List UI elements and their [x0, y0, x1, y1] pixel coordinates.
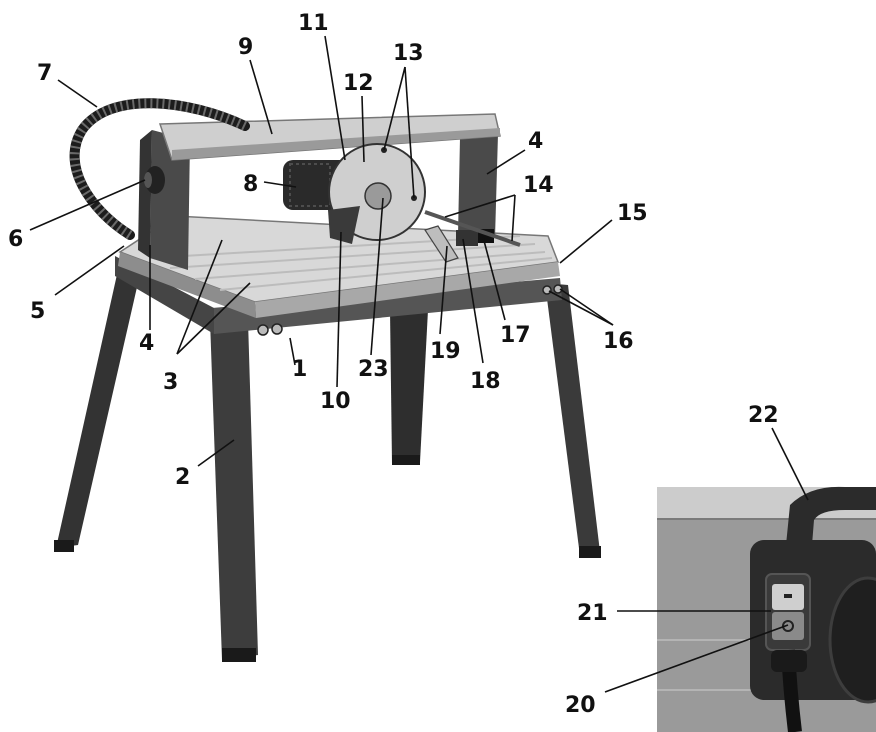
callout-4-right: 4	[528, 129, 543, 154]
callout-10: 10	[320, 389, 351, 414]
frame-bolt	[271, 323, 283, 335]
frame-bolt	[257, 324, 269, 336]
callout-13: 13	[393, 41, 424, 66]
callout-18: 18	[470, 369, 501, 394]
rip-fence	[424, 210, 521, 263]
callout-9: 9	[238, 35, 253, 60]
table-front-edge	[255, 262, 560, 318]
leader-19	[439, 245, 448, 335]
table-groove	[194, 251, 546, 280]
leader-8	[263, 181, 297, 188]
leg-front-right	[545, 283, 600, 556]
leader-10	[336, 231, 342, 388]
leader-16b	[559, 288, 614, 326]
callout-7: 7	[37, 61, 52, 86]
callout-4-left: 4	[139, 331, 154, 356]
frame-apron-left	[115, 256, 214, 334]
inset-handle	[786, 486, 876, 545]
leader-3a	[176, 239, 223, 355]
callout-8: 8	[243, 172, 258, 197]
leg-back-left-foot	[54, 540, 74, 552]
callout-1: 1	[292, 357, 307, 382]
callout-19: 19	[430, 339, 461, 364]
leader-11	[324, 35, 346, 161]
leg-front-left-foot	[222, 648, 256, 662]
leader-4b	[486, 149, 526, 175]
leader-lines	[29, 35, 614, 467]
callout-5: 5	[30, 299, 45, 324]
leader-14a	[444, 194, 516, 218]
fence-bar	[424, 225, 459, 263]
leader-14b	[511, 194, 516, 242]
upright-left	[150, 130, 190, 270]
stand-legs	[54, 270, 601, 662]
leader-17	[482, 236, 506, 321]
leader-5	[54, 245, 125, 296]
table-groove	[219, 257, 553, 291]
callout-11: 11	[298, 11, 329, 36]
leader-13a	[383, 66, 406, 151]
table-groove	[169, 243, 536, 269]
frame-bolt-16	[553, 284, 563, 294]
leader-22	[771, 427, 809, 501]
leader-13b	[404, 66, 415, 199]
callout-6: 6	[8, 227, 23, 252]
inset-cable-clip	[771, 650, 807, 672]
leader-18	[462, 238, 484, 364]
leader-15	[559, 219, 613, 264]
leg-back-right-foot	[392, 455, 420, 465]
cutting-table	[118, 215, 560, 318]
callout-16: 16	[603, 329, 634, 354]
leader-20	[604, 624, 789, 693]
inset-motor-fan	[828, 576, 876, 704]
stand-frame	[115, 256, 563, 336]
top-rail-shadow	[172, 128, 500, 160]
frame-bolt-16	[542, 285, 552, 295]
callout-3: 3	[163, 370, 178, 395]
callout-14: 14	[523, 173, 554, 198]
leg-front-right-foot	[579, 546, 601, 558]
upright-right	[458, 134, 498, 238]
inset-leader-lines	[604, 427, 809, 693]
leader-1	[289, 337, 296, 366]
switch-inset	[657, 486, 876, 732]
callout-20: 20	[565, 693, 596, 718]
power-on-icon	[784, 594, 792, 598]
leader-3b	[176, 282, 251, 355]
inset-switch-off	[772, 612, 804, 640]
leg-back-left	[56, 270, 140, 548]
fence-lock-block	[456, 230, 478, 246]
fence-rod	[424, 210, 521, 247]
power-cable-ridges	[69, 98, 248, 240]
callout-15: 15	[617, 201, 648, 226]
knob-face	[144, 172, 152, 188]
callout-17: 17	[500, 323, 531, 348]
cutting-head	[283, 143, 426, 244]
leader-7	[57, 79, 98, 108]
upright-left-side	[138, 130, 152, 258]
callout-labels: 1 2 3 4 4 5 6 7 8 9 10 11 12 13 14 15 16…	[8, 11, 779, 718]
callout-21: 21	[577, 601, 608, 626]
leader-2	[197, 439, 235, 467]
leg-front-left	[210, 320, 258, 660]
leg-back-right-inner	[390, 310, 428, 464]
callout-23: 23	[358, 357, 389, 382]
leader-16a	[548, 290, 614, 326]
knob-body	[145, 166, 165, 194]
blade-guard-front	[328, 206, 360, 244]
table-left-edge	[118, 252, 256, 318]
knob	[144, 166, 165, 194]
callout-22: 22	[748, 403, 779, 428]
callout-2: 2	[175, 465, 190, 490]
frame-apron-front	[212, 278, 562, 334]
leader-23	[370, 197, 384, 356]
leader-9	[249, 59, 273, 135]
blade-hub	[364, 182, 392, 210]
leader-6	[29, 179, 146, 231]
leader-12	[361, 95, 365, 163]
callout-12: 12	[343, 71, 374, 96]
